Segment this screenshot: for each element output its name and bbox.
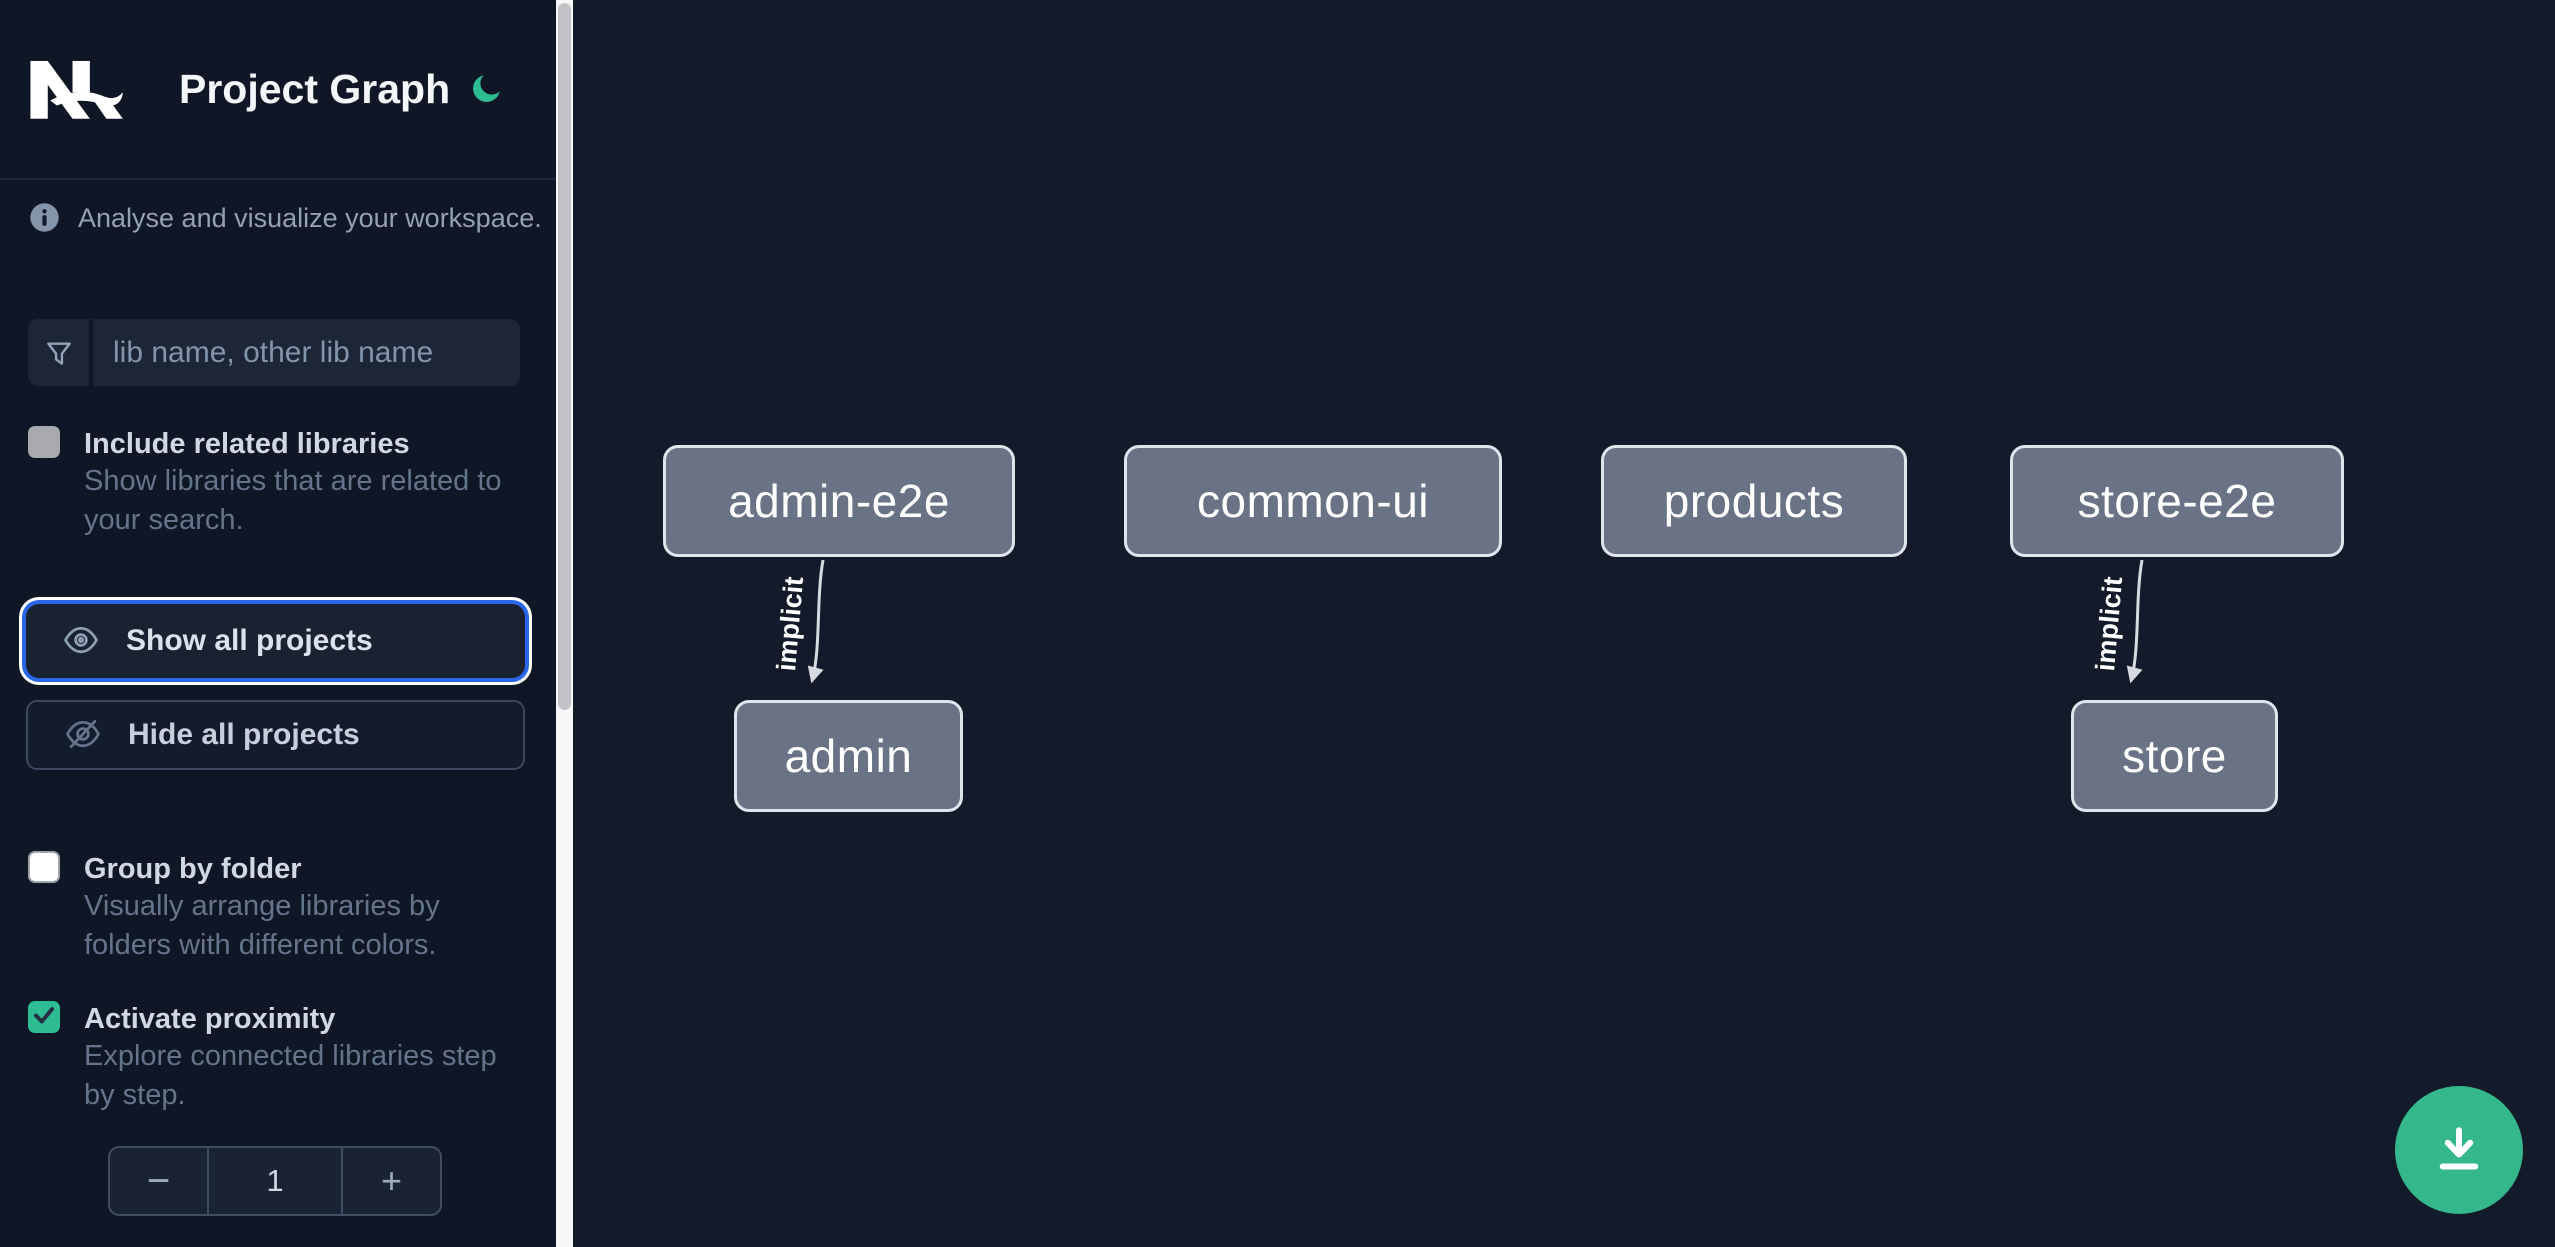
hide-all-projects-label: Hide all projects: [128, 718, 360, 751]
download-graph-button[interactable]: [2395, 1086, 2523, 1214]
group-by-folder-checkbox[interactable]: [28, 851, 60, 883]
moon-icon: [469, 74, 505, 109]
graph-node-common-ui[interactable]: common-ui: [1124, 445, 1502, 557]
include-related-checkbox[interactable]: [28, 426, 60, 458]
download-icon: [2429, 1119, 2489, 1182]
graph-node-admin-e2e[interactable]: admin-e2e: [663, 445, 1015, 557]
include-related-description: Show libraries that are related to your …: [84, 465, 502, 536]
show-all-projects-label: Show all projects: [126, 624, 373, 657]
funnel-icon: [28, 319, 93, 386]
activate-proximity-description: Explore connected libraries step by step…: [84, 1040, 497, 1111]
include-related-label: Include related libraries: [84, 428, 410, 460]
activate-proximity-checkbox[interactable]: [28, 1001, 60, 1033]
proximity-increment-button[interactable]: +: [343, 1148, 440, 1214]
activate-proximity-label: Activate proximity: [84, 1003, 336, 1035]
proximity-decrement-button[interactable]: −: [110, 1148, 207, 1214]
graph-node-store-e2e[interactable]: store-e2e: [2010, 445, 2344, 557]
eye-icon: [62, 621, 100, 662]
edge-label-admin-e2e-admin: implicit: [771, 575, 809, 672]
nx-logo: [25, 56, 125, 122]
sidebar-scrollbar[interactable]: [556, 0, 573, 1247]
theme-toggle-button[interactable]: [466, 68, 508, 110]
graph-edge-store-e2e-store: [2126, 559, 2144, 684]
group-by-folder-label: Group by folder: [84, 853, 302, 885]
graph-node-products[interactable]: products: [1601, 445, 1907, 557]
proximity-value: 1: [207, 1148, 343, 1214]
graph-edges: implicit implicit: [768, 559, 2144, 684]
search-box: [28, 319, 520, 386]
hide-all-projects-button[interactable]: Hide all projects: [26, 700, 525, 770]
graph-edge-admin-e2e-admin: [807, 559, 825, 684]
search-input[interactable]: [93, 319, 520, 386]
page-title: Project Graph: [179, 66, 451, 112]
show-all-projects-button[interactable]: Show all projects: [26, 604, 525, 678]
proximity-stepper: − 1 +: [108, 1146, 442, 1216]
graph-node-store[interactable]: store: [2071, 700, 2278, 812]
graph-node-admin[interactable]: admin: [734, 700, 963, 812]
check-icon: [31, 1002, 57, 1033]
info-icon: [29, 202, 60, 238]
edge-label-store-e2e-store: implicit: [2090, 575, 2128, 672]
group-by-folder-description: Visually arrange libraries by folders wi…: [84, 890, 440, 961]
sidebar-scrollbar-thumb[interactable]: [558, 3, 571, 710]
eye-off-icon: [64, 715, 102, 756]
sidebar: Project Graph Analyse and visualize your…: [0, 0, 556, 1247]
tagline-row: Analyse and visualize your workspace.: [29, 202, 542, 238]
tagline-text: Analyse and visualize your workspace.: [78, 203, 542, 233]
header-divider: [0, 178, 556, 180]
graph-canvas[interactable]: implicit implicit admin-e2e common-ui produ…: [573, 0, 2555, 1247]
